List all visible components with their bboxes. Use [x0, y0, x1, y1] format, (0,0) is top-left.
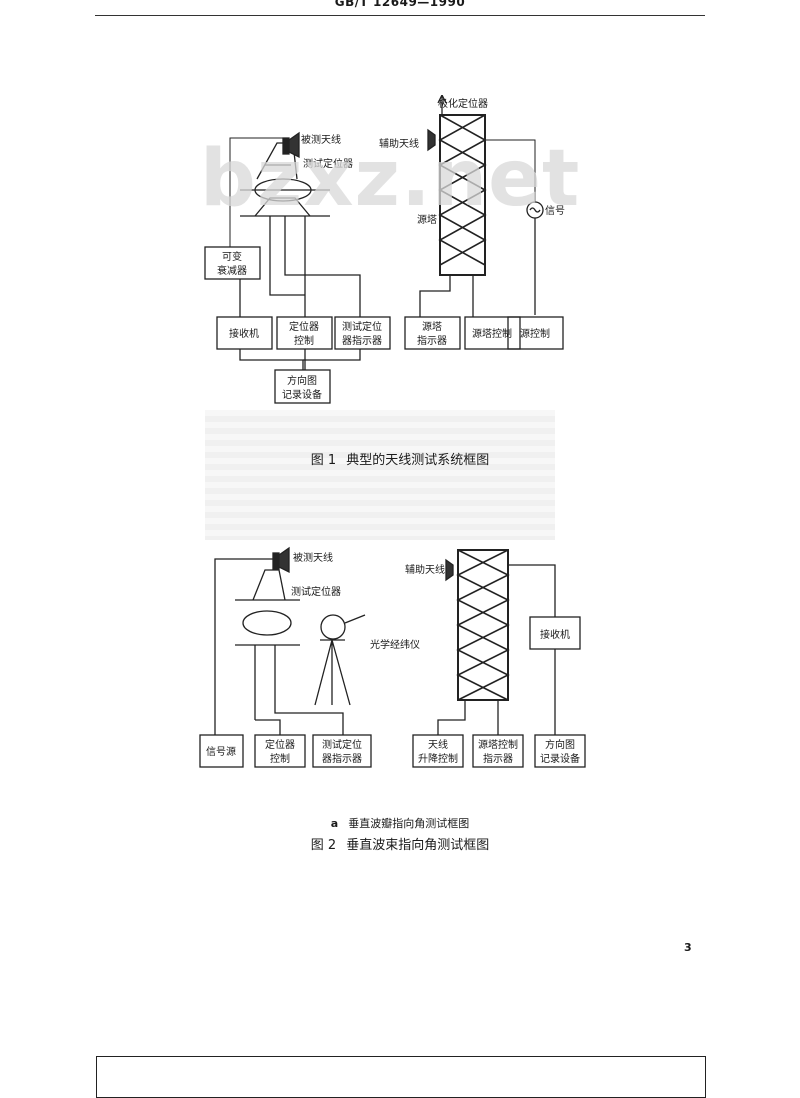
fig1-source-tower-label: 源塔 [417, 213, 437, 226]
aut-horn-icon-2 [272, 552, 280, 570]
figure-1-title: 典型的天线测试系统框图 [346, 453, 490, 468]
fig1-pos-ind-l2: 器指示器 [342, 334, 382, 347]
figure-2-caption: 图 2 垂直波束指向角测试框图 [0, 834, 800, 853]
fig1-receiver-label: 接收机 [229, 327, 259, 340]
fig1-tower-ctrl-label: 源塔控制 [472, 327, 512, 340]
source-tower [439, 114, 486, 276]
fig2-pos-ctrl-l2: 控制 [270, 752, 290, 765]
positioner-turntable [254, 178, 312, 202]
fig1-positioner-label: 测试定位器 [303, 157, 353, 170]
fig1-tower-ind-l1: 源塔 [422, 320, 442, 333]
figure-1-caption: 图 1 典型的天线测试系统框图 [0, 449, 800, 468]
fig1-recorder-l2: 记录设备 [282, 388, 322, 401]
figure-1-number: 图 1 [310, 453, 337, 468]
page-number: 3 [684, 941, 692, 954]
redaction-block [205, 410, 555, 540]
fig1-recorder-l1: 方向图 [287, 374, 317, 387]
fig1-pos-ind-l1: 测试定位 [342, 320, 382, 333]
figure-2a-caption: a 垂直波瓣指向角测试框图 [0, 815, 800, 831]
standard-number: GB/T 12649—1990 [334, 0, 466, 9]
figure-2-number: 图 2 [310, 838, 337, 853]
positioner-body [254, 197, 311, 217]
fig1-attenuator-l2: 衰减器 [217, 264, 247, 277]
figure-2a-title: 垂直波瓣指向角测试框图 [348, 817, 470, 830]
fig2-recorder-l2: 记录设备 [540, 752, 580, 765]
fig1-polarization-label: 极化定位器 [438, 97, 488, 110]
fig1-tower-ind-l2: 指示器 [417, 334, 447, 347]
figure-1-diagram: 被测天线 测试定位器 极化定位器 辅助天线 源塔 信号源 可变 衰减器 接收机 … [195, 95, 565, 415]
fig2-tower-ctrl-l1: 源塔控制 [478, 738, 518, 751]
fig2-receiver-label: 接收机 [540, 628, 570, 641]
fig2-signal-source-label: 信号源 [206, 745, 236, 758]
fig2-ant-lift-l1: 天线 [428, 738, 448, 751]
aux-antenna-icon [427, 128, 436, 152]
source-control-box [507, 316, 564, 350]
source-feed-line [485, 139, 536, 202]
fig1-pos-ctrl-l1: 定位器 [289, 320, 319, 333]
tower-indicator-box [404, 316, 461, 350]
fig1-source-ctrl-label: 源控制 [520, 327, 550, 340]
fig1-aut-label: 被测天线 [301, 133, 341, 146]
positioner-indicator-box [334, 316, 391, 350]
fig2-aut-label: 被测天线 [293, 551, 333, 564]
figure-2a-label: a [330, 817, 339, 830]
fig1-pos-ctrl-l2: 控制 [294, 334, 314, 347]
fig2-pos-ctrl-l1: 定位器 [265, 738, 295, 751]
fig2-pos-ind-l2: 器指示器 [322, 752, 362, 765]
aux-tower [457, 549, 509, 701]
tower-control-box [464, 316, 521, 350]
fig2-positioner-label: 测试定位器 [291, 585, 341, 598]
fig2-pos-ind-l1: 测试定位 [322, 738, 362, 751]
fig2-tower-ctrl-l2: 指示器 [483, 752, 513, 765]
figure-2-diagram: 被测天线 测试定位器 光学经纬仪 辅助天线 接收机 信号源 定位器 控制 测试定… [195, 545, 595, 785]
page-header: GB/T 12649—1990 [0, 0, 800, 18]
watermark: bzxz.net [200, 134, 581, 224]
fig2-aux-antenna-label: 辅助天线 [405, 563, 445, 576]
fig2-recorder-l1: 方向图 [545, 738, 575, 751]
fig2-theodolite-label: 光学经纬仪 [370, 638, 420, 651]
figure-2-title: 垂直波束指向角测试框图 [346, 838, 490, 853]
attenuator-box [204, 246, 261, 280]
theodolite-icon [320, 614, 346, 640]
bottom-frame [96, 1056, 706, 1098]
fig2-ant-lift-l2: 升降控制 [418, 752, 458, 765]
fig1-attenuator-l1: 可变 [222, 250, 242, 263]
fig1-aux-antenna-label: 辅助天线 [379, 137, 419, 150]
header-rule [95, 15, 705, 16]
fig1-signal-source-label: 信号源 [545, 204, 565, 217]
receiver-box [216, 316, 273, 350]
